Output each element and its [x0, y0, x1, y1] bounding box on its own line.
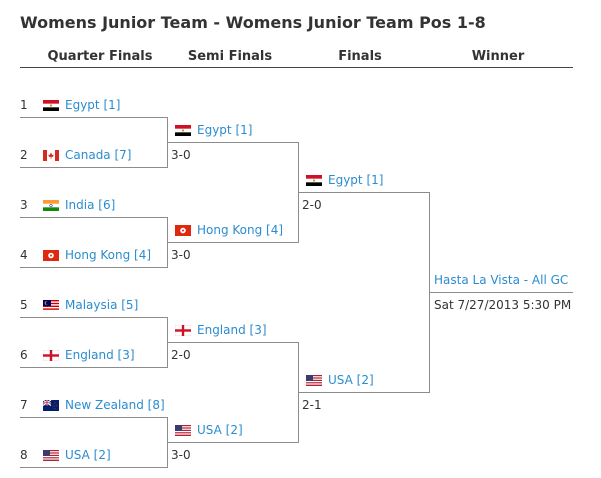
malaysia-flag-icon: [43, 299, 59, 311]
egypt-flag-icon: [306, 174, 322, 186]
seed-number: 8: [20, 448, 28, 462]
egypt-flag-icon: [175, 124, 191, 136]
sf-connector-1: [298, 142, 299, 243]
team-link[interactable]: England [3]: [65, 348, 135, 362]
f-team-1[interactable]: Egypt [1]: [306, 173, 383, 187]
f-line-2: [299, 392, 430, 393]
header-winner: Winner: [471, 49, 525, 64]
qf-team-6[interactable]: England [3]: [43, 348, 135, 362]
qf-line-5: [20, 317, 168, 318]
match-score: 2-0: [171, 348, 191, 362]
sf-connector-2: [298, 342, 299, 443]
team-link[interactable]: Egypt [1]: [65, 98, 121, 112]
header-semi-finals: Semi Finals: [187, 49, 273, 64]
f-line-1: [299, 192, 430, 193]
header-finals: Finals: [338, 49, 382, 64]
qf-team-7[interactable]: New Zealand [8]: [43, 398, 165, 412]
page-title: Womens Junior Team - Womens Junior Team …: [20, 13, 486, 32]
qf-team-3[interactable]: India [6]: [43, 198, 115, 212]
match-score: 3-0: [171, 148, 191, 162]
seed-number: 2: [20, 148, 28, 162]
sf-line-4: [168, 442, 299, 443]
qf-connector-3: [167, 317, 168, 368]
qf-connector-2: [167, 217, 168, 268]
qf-line-2: [20, 167, 168, 168]
sf-line-1: [168, 142, 299, 143]
winner-link[interactable]: Hasta La Vista - All GC: [434, 273, 569, 287]
team-link[interactable]: Egypt [1]: [328, 173, 384, 187]
england-flag-icon: [43, 349, 59, 361]
team-link[interactable]: USA [2]: [328, 373, 374, 387]
match-score: 3-0: [171, 248, 191, 262]
sf-team-2[interactable]: Hong Kong [4]: [175, 223, 283, 237]
seed-number: 7: [20, 398, 28, 412]
qf-line-7: [20, 417, 168, 418]
match-score: 3-0: [171, 448, 191, 462]
match-score: 2-1: [302, 398, 322, 412]
seed-number: 5: [20, 298, 28, 312]
team-link[interactable]: India [6]: [65, 198, 116, 212]
seed-number: 1: [20, 98, 28, 112]
team-link[interactable]: England [3]: [197, 323, 267, 337]
team-link[interactable]: Canada [7]: [65, 148, 132, 162]
qf-team-1[interactable]: Egypt [1]: [43, 98, 120, 112]
qf-line-1: [20, 117, 168, 118]
sf-line-3: [168, 342, 299, 343]
winner-line: [430, 292, 573, 293]
sf-team-4[interactable]: USA [2]: [175, 423, 243, 437]
qf-team-5[interactable]: Malaysia [5]: [43, 298, 138, 312]
qf-line-3: [20, 217, 168, 218]
qf-connector-4: [167, 417, 168, 468]
england-flag-icon: [175, 324, 191, 336]
qf-team-4[interactable]: Hong Kong [4]: [43, 248, 151, 262]
f-connector: [429, 192, 430, 393]
hong-kong-flag-icon: [43, 249, 59, 261]
qf-line-4: [20, 267, 168, 268]
canada-flag-icon: [43, 149, 59, 161]
f-team-2[interactable]: USA [2]: [306, 373, 374, 387]
qf-line-8: [20, 467, 168, 468]
new-zealand-flag-icon: [43, 399, 59, 411]
qf-team-8[interactable]: USA [2]: [43, 448, 111, 462]
usa-flag-icon: [43, 449, 59, 461]
header-quarter-finals: Quarter Finals: [47, 49, 153, 64]
team-link[interactable]: Malaysia [5]: [65, 298, 139, 312]
seed-number: 4: [20, 248, 28, 262]
team-link[interactable]: USA [2]: [197, 423, 243, 437]
team-link[interactable]: Egypt [1]: [197, 123, 253, 137]
usa-flag-icon: [306, 374, 322, 386]
match-score: 2-0: [302, 198, 322, 212]
sf-team-1[interactable]: Egypt [1]: [175, 123, 252, 137]
india-flag-icon: [43, 199, 59, 211]
qf-team-2[interactable]: Canada [7]: [43, 148, 131, 162]
team-link[interactable]: Hong Kong [4]: [65, 248, 152, 262]
seed-number: 3: [20, 198, 28, 212]
qf-connector-1: [167, 117, 168, 168]
team-link[interactable]: New Zealand [8]: [65, 398, 165, 412]
sf-team-3[interactable]: England [3]: [175, 323, 267, 337]
team-link[interactable]: USA [2]: [65, 448, 111, 462]
usa-flag-icon: [175, 424, 191, 436]
qf-line-6: [20, 367, 168, 368]
egypt-flag-icon: [43, 99, 59, 111]
winner-datetime: Sat 7/27/2013 5:30 PM: [434, 298, 572, 312]
hong-kong-flag-icon: [175, 224, 191, 236]
seed-number: 6: [20, 348, 28, 362]
sf-line-2: [168, 242, 299, 243]
header-divider: [20, 67, 573, 68]
team-link[interactable]: Hong Kong [4]: [197, 223, 284, 237]
